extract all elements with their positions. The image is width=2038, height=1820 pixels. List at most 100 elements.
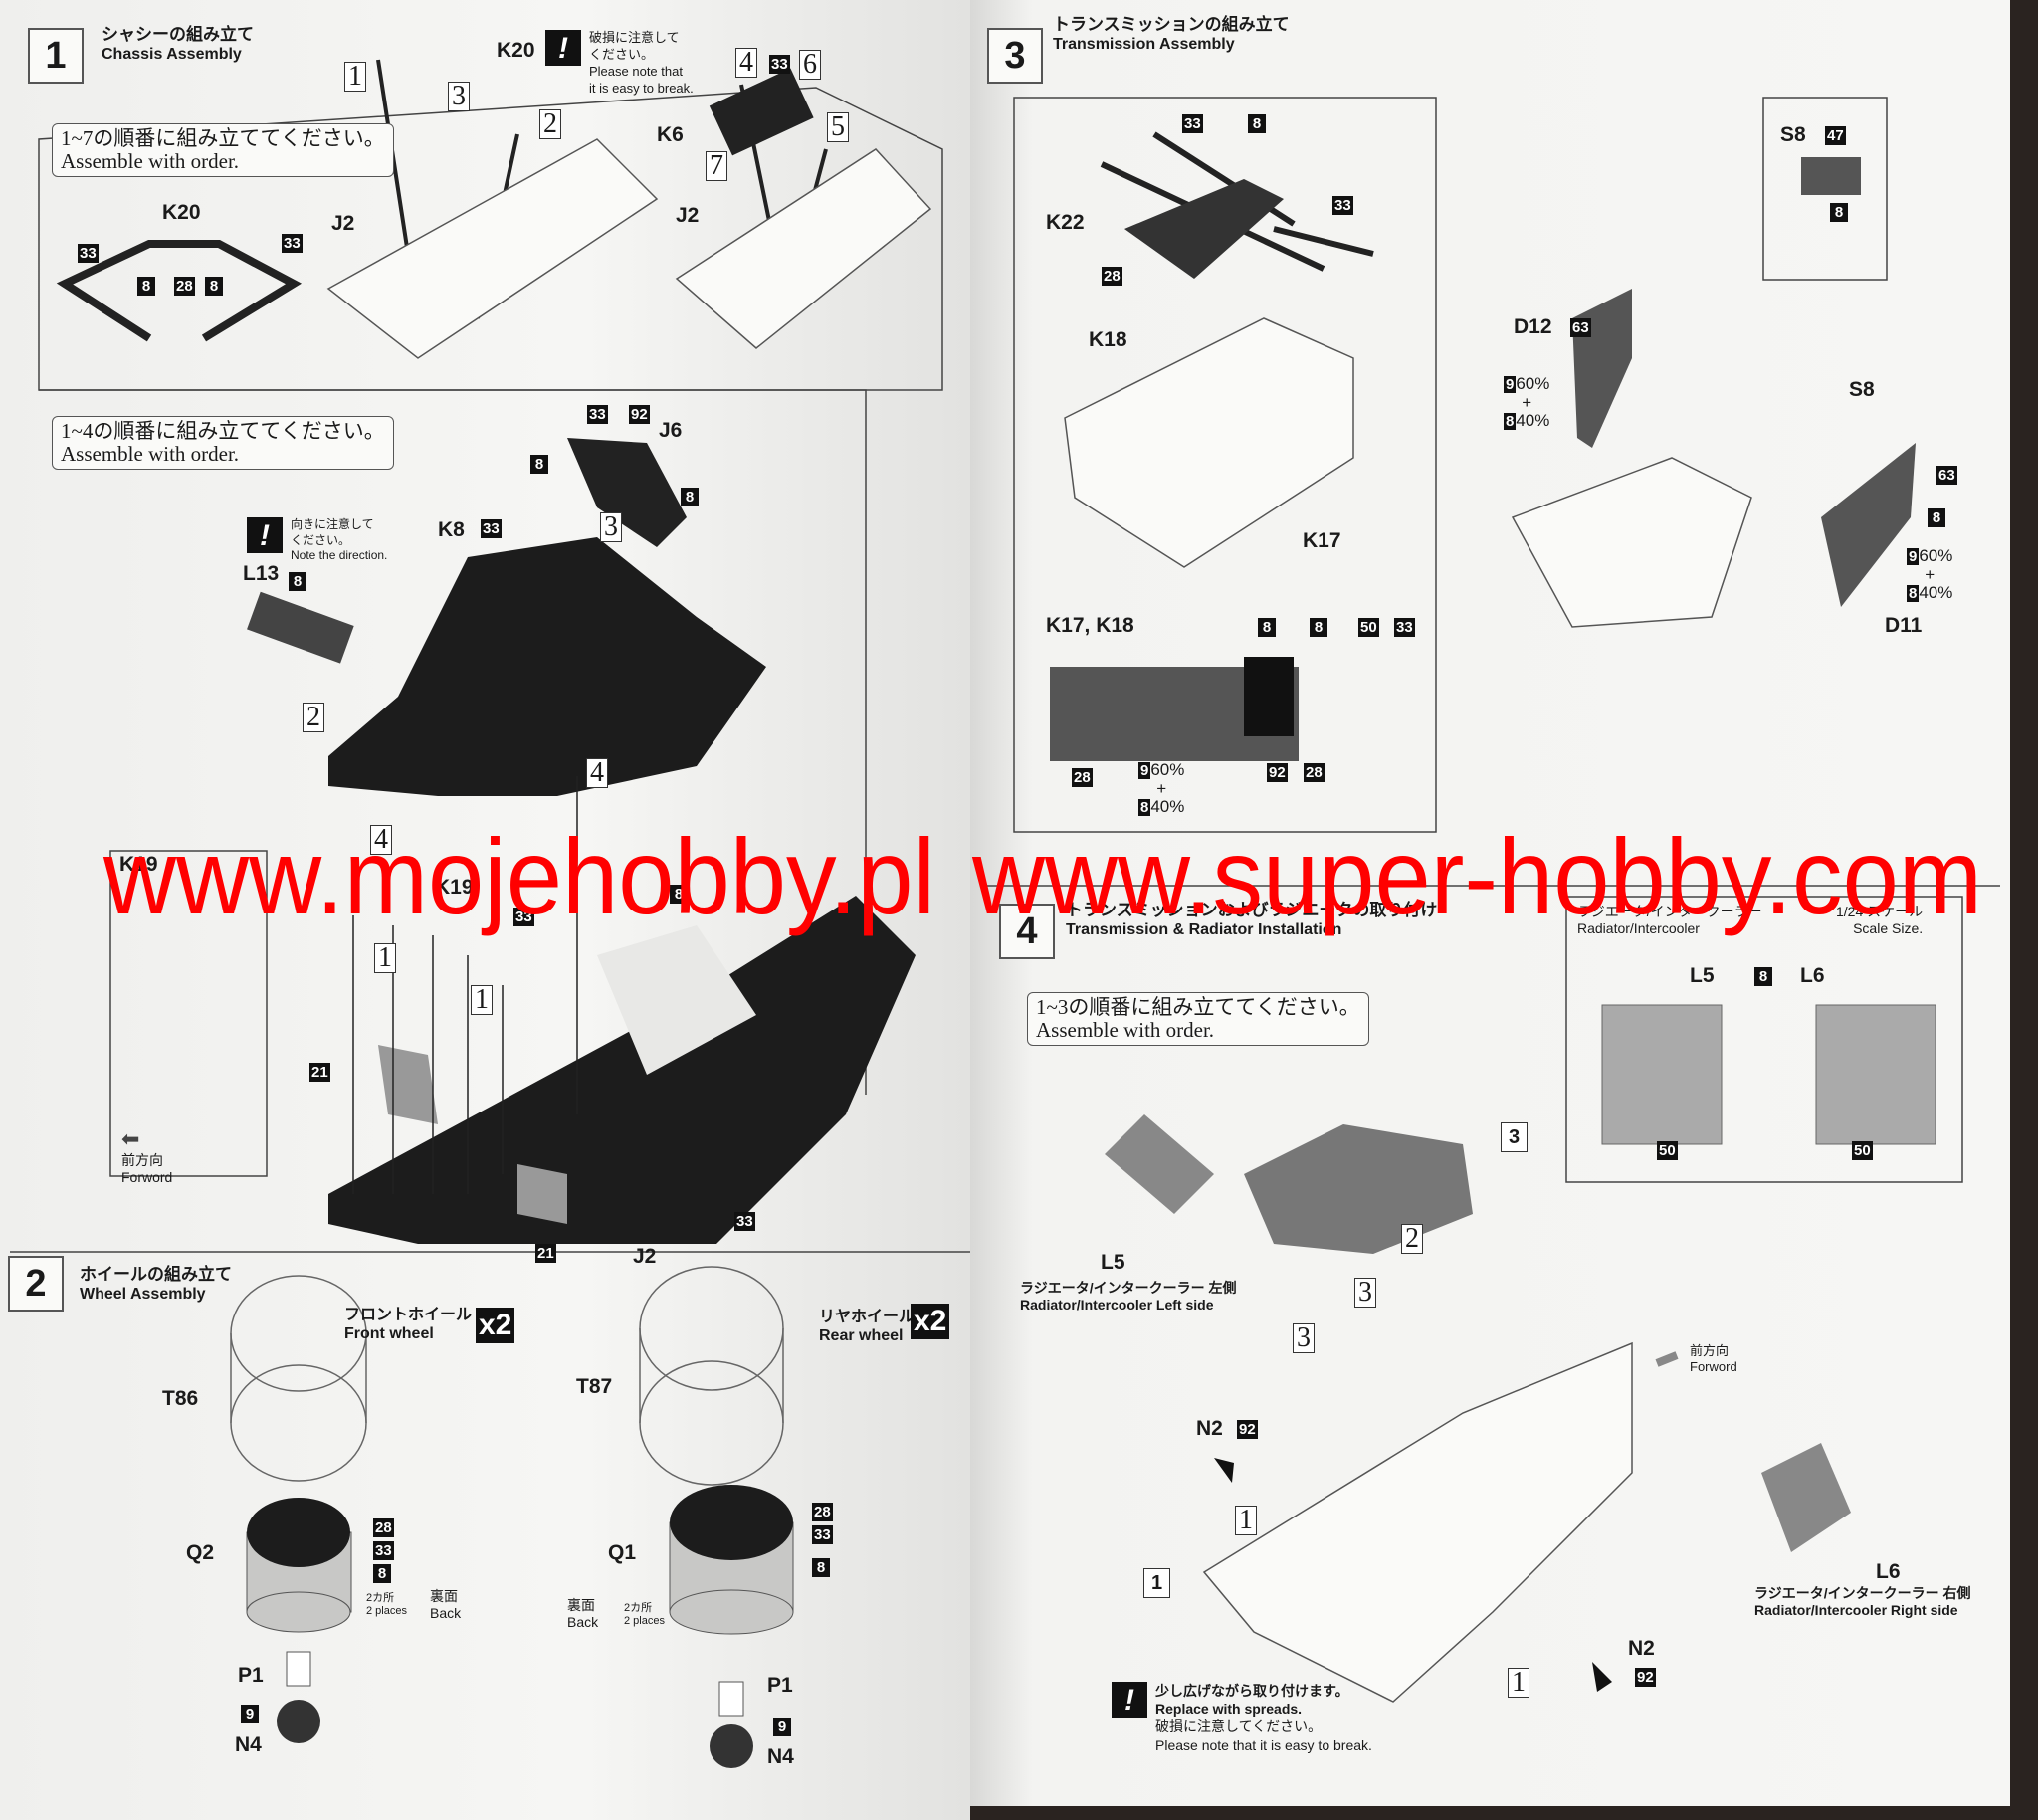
paint-color-code: 8 — [681, 488, 699, 506]
paint-color-code: 33 — [373, 1541, 394, 1560]
part-label: L5 — [1690, 964, 1715, 987]
paint-color-code: 47 — [1825, 126, 1846, 145]
assembly-order-number: 2 — [1401, 1224, 1423, 1254]
s8-inset-panel — [1762, 97, 1888, 281]
paint-code: 9 — [1504, 376, 1517, 393]
note-en: Assemble with order. — [1036, 1018, 1215, 1043]
paint-color-code: 28 — [1072, 768, 1093, 787]
part-label: P1 — [767, 1674, 793, 1697]
paint-color-code: 33 — [1394, 618, 1415, 637]
assembly-order-number: 6 — [799, 50, 821, 80]
caution-icon: ! — [247, 517, 283, 553]
paint-pct: 60% — [1919, 546, 1953, 565]
paint-color-code: 33 — [812, 1525, 833, 1544]
k6-part — [709, 68, 814, 156]
paint-color-code: 33 — [513, 908, 534, 926]
part-label: K18 — [1089, 328, 1127, 351]
assembly-order-number: 3 — [1501, 1122, 1528, 1152]
j2-floor-outline — [326, 138, 932, 359]
part-label: K17, K18 — [1046, 614, 1134, 637]
back-jp: 裏面 — [567, 1597, 595, 1613]
part-label: L13 — [243, 562, 280, 585]
step2-title-en: Wheel Assembly — [80, 1286, 206, 1304]
paint-color-code: 33 — [769, 55, 790, 74]
transmission-install-drawing — [1244, 1124, 1473, 1254]
j2-body-drawing — [328, 896, 916, 1244]
paint-color-code: 21 — [309, 1063, 330, 1082]
caption-jp: ラジエータ/インタークーラー 左側 — [1020, 1280, 1237, 1296]
rear-wheel-drawing — [669, 1485, 794, 1635]
paint-pct: 60% — [1516, 374, 1550, 393]
paint-pct: 40% — [1150, 797, 1185, 817]
caption-en: Radiator/Intercooler Right side — [1754, 1601, 1958, 1618]
two-places-jp: 2カ所 — [624, 1602, 653, 1614]
assemble-order-note-1-3: 1~3の順番に組み立ててください。Assemble with order. — [1027, 992, 1369, 1047]
caution-replace-with-spreads: !少し広げながら取り付けます。Replace with spreads.破損に注… — [1112, 1682, 1372, 1754]
part-label: K6 — [657, 123, 684, 146]
paint-color-code: 28 — [1102, 267, 1122, 286]
rear-wheel-en: Rear wheel — [819, 1327, 904, 1345]
caution-note-direction: !向きに注意してください。Note the direction. — [247, 517, 387, 564]
paint-code: 8 — [1138, 799, 1151, 817]
paint-color-code: 50 — [1358, 618, 1379, 637]
part-label: J6 — [659, 419, 683, 442]
paint-color-code: 8 — [1928, 508, 1945, 527]
rear-wheel-heading: リヤホイール Rear wheel — [819, 1308, 915, 1345]
paint-color-code: 92 — [1267, 763, 1288, 782]
j2-light-panel — [597, 925, 756, 1075]
part-label: N2 — [1196, 1417, 1223, 1440]
step3-title-jp: トランスミッションの組み立て — [1053, 15, 1290, 34]
assembly-order-number: 1 — [374, 943, 396, 973]
paint-pct: 40% — [1516, 411, 1550, 431]
note-jp: 1~3の順番に組み立ててください。 — [1036, 995, 1360, 1019]
assemble-order-note-1-4: 1~4の順番に組み立ててください。Assemble with order. — [52, 416, 394, 471]
d11-part — [1821, 443, 1916, 607]
part-label: J2 — [633, 1245, 657, 1268]
paint-color-code: 28 — [373, 1518, 394, 1537]
chassis-rear-drawing — [1202, 1341, 1633, 1703]
l13-part — [247, 591, 354, 664]
back-jp: 裏面 — [430, 1588, 458, 1604]
rear-wheel-qty: x2 — [911, 1304, 950, 1339]
note-en: Assemble with order. — [61, 442, 240, 467]
assembly-order-number: 3 — [448, 82, 470, 111]
paint-color-code: 63 — [1570, 318, 1591, 337]
l6-part — [1761, 1443, 1851, 1552]
paint-code: 9 — [1907, 548, 1920, 565]
part-label: T86 — [162, 1387, 199, 1410]
part-label: Q1 — [608, 1541, 637, 1564]
note-jp: 1~4の順番に組み立ててください。 — [61, 419, 385, 443]
caution-text: Replace with spreads. — [1155, 1701, 1303, 1718]
paint-color-code: 92 — [629, 405, 650, 424]
caution-text: Note the direction. — [291, 548, 388, 563]
rear-wheel-jp: リヤホイール — [819, 1309, 916, 1325]
paint-color-code: 92 — [1635, 1668, 1656, 1687]
step1-number: 1 — [28, 28, 84, 84]
back-en: Back — [430, 1604, 462, 1621]
paint-color-code: 50 — [1657, 1141, 1678, 1160]
assembly-order-number: 1 — [1143, 1568, 1171, 1598]
assembly-order-number: 4 — [586, 758, 608, 788]
caution-icon: ! — [545, 30, 581, 66]
radiator-scale-panel — [1565, 896, 1963, 1183]
assembly-order-number: 3 — [1354, 1278, 1376, 1308]
l5-part — [1105, 1114, 1214, 1214]
note-en: Assemble with order. — [61, 149, 240, 174]
step1-title-jp: シャシーの組み立て — [102, 25, 254, 44]
part-label: J2 — [331, 212, 355, 235]
paint-color-code: 92 — [1237, 1420, 1258, 1439]
part-label: K20 — [497, 39, 535, 62]
assembly-order-number: 1 — [1235, 1506, 1257, 1535]
step3-number: 3 — [987, 28, 1043, 84]
